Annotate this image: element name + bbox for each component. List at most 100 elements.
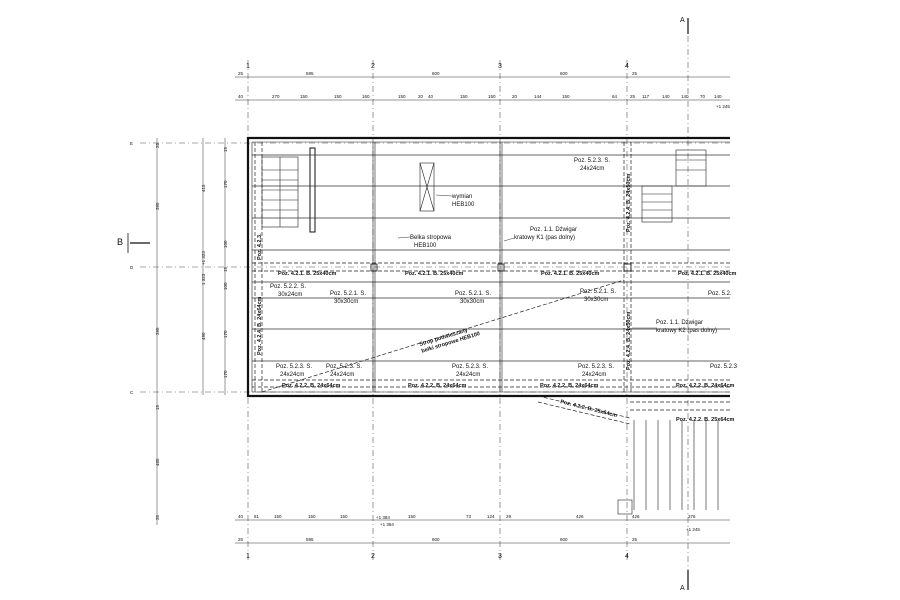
svg-text:30x30cm: 30x30cm bbox=[584, 297, 608, 303]
svg-text:100: 100 bbox=[223, 282, 228, 290]
svg-text:Poz. 5.2.3. S.: Poz. 5.2.3. S. bbox=[574, 158, 610, 164]
svg-text:3: 3 bbox=[498, 63, 502, 70]
axis-labels-bottom: 1 2 3 4 bbox=[246, 553, 629, 560]
svg-text:Poz. 5.2.3. S.: Poz. 5.2.3. S. bbox=[452, 364, 488, 370]
svg-text:25: 25 bbox=[632, 71, 638, 76]
svg-text:140: 140 bbox=[714, 94, 722, 99]
svg-text:+1 323: +1 323 bbox=[201, 251, 206, 265]
svg-text:D: D bbox=[130, 265, 134, 270]
svg-text:40: 40 bbox=[238, 94, 244, 99]
svg-text:600: 600 bbox=[432, 71, 440, 76]
svg-text:Poz. 4.2.2. B. 24x64cm: Poz. 4.2.2. B. 24x64cm bbox=[282, 383, 341, 389]
top-dimension-row-2: 40 270 150 150 160 150 20 40 150 150 20 … bbox=[235, 94, 730, 101]
svg-text:415: 415 bbox=[201, 184, 206, 192]
svg-text:150: 150 bbox=[274, 514, 282, 519]
svg-text:Poz. 1.1. Dźwigar: Poz. 1.1. Dźwigar bbox=[656, 320, 703, 326]
svg-text:15: 15 bbox=[223, 146, 228, 152]
svg-text:64: 64 bbox=[612, 94, 618, 99]
grid-axes-columns bbox=[247, 60, 628, 560]
svg-text:Poz. 1.1. Dźwigar: Poz. 1.1. Dźwigar bbox=[530, 227, 577, 233]
bottom-dimension-row-2: 25 595 600 600 25 bbox=[235, 537, 730, 544]
column-labels: Poz. 5.2.3. S. 24x24cm Poz. 5.2.2. S. 30… bbox=[270, 158, 738, 378]
svg-text:25: 25 bbox=[238, 537, 244, 542]
svg-text:4: 4 bbox=[625, 63, 629, 70]
svg-text:Poz. 4.2.2. B. 24x64cm: Poz. 4.2.2. B. 24x64cm bbox=[676, 383, 735, 389]
svg-text:150: 150 bbox=[398, 94, 406, 99]
building-outline bbox=[246, 136, 730, 398]
svg-text:kratowy K2 (pas dolny): kratowy K2 (pas dolny) bbox=[656, 328, 717, 334]
svg-text:Poz. 5.2.1. S.: Poz. 5.2.1. S. bbox=[580, 289, 616, 295]
section-mark-a-bottom: A bbox=[680, 570, 689, 592]
svg-text:29: 29 bbox=[506, 514, 512, 519]
svg-text:Poz. 5.2.3: Poz. 5.2.3 bbox=[710, 364, 738, 370]
svg-text:3: 3 bbox=[498, 553, 502, 560]
svg-text:150: 150 bbox=[334, 94, 342, 99]
trimmer-opening bbox=[419, 162, 435, 212]
svg-text:144: 144 bbox=[534, 94, 542, 99]
svg-text:24x24cm: 24x24cm bbox=[456, 372, 480, 378]
svg-text:Poz. 4.2.1. B. 25x40cm: Poz. 4.2.1. B. 25x40cm bbox=[405, 271, 464, 277]
svg-text:600: 600 bbox=[560, 71, 568, 76]
svg-text:35: 35 bbox=[155, 514, 160, 520]
svg-text:24x24cm: 24x24cm bbox=[580, 166, 604, 172]
svg-text:81: 81 bbox=[254, 514, 260, 519]
level-marks: +1 245 +1 384 +1 323 bbox=[201, 104, 730, 520]
svg-text:140: 140 bbox=[662, 94, 670, 99]
svg-text:170: 170 bbox=[223, 330, 228, 338]
svg-text:600: 600 bbox=[432, 537, 440, 542]
section-mark-b: B bbox=[117, 233, 150, 253]
svg-text:20: 20 bbox=[418, 94, 424, 99]
svg-text:Poz. 4.2.4. B. 24x50cm: Poz. 4.2.4. B. 24x50cm bbox=[626, 173, 632, 232]
svg-text:Poz. 4.2.2. B. 25x64cm: Poz. 4.2.2. B. 25x64cm bbox=[676, 417, 735, 423]
svg-text:wymian: wymian bbox=[451, 194, 472, 200]
svg-text:1: 1 bbox=[246, 63, 250, 70]
svg-text:490: 490 bbox=[201, 332, 206, 340]
svg-text:100: 100 bbox=[223, 240, 228, 248]
svg-text:Poz. 4.2.2. B. 24x64cm: Poz. 4.2.2. B. 24x64cm bbox=[408, 383, 467, 389]
floor-joists bbox=[252, 154, 730, 362]
svg-text:395: 395 bbox=[155, 327, 160, 335]
svg-text:2: 2 bbox=[371, 63, 375, 70]
svg-text:15: 15 bbox=[155, 404, 160, 410]
svg-text:160: 160 bbox=[362, 94, 370, 99]
svg-text:30x30cm: 30x30cm bbox=[334, 299, 358, 305]
beam-labels-vertical: Poz. 4.2.3. Poz. 4.2.4. B. 24x64cm Poz. … bbox=[257, 173, 632, 370]
svg-text:25: 25 bbox=[632, 537, 638, 542]
svg-text:150: 150 bbox=[308, 514, 316, 519]
svg-text:Poz. 5.2.1. S.: Poz. 5.2.1. S. bbox=[330, 291, 366, 297]
svg-text:40: 40 bbox=[238, 514, 244, 519]
grid-axes-rows: E D C bbox=[130, 141, 730, 395]
svg-text:A: A bbox=[680, 17, 685, 24]
svg-text:15: 15 bbox=[223, 266, 228, 272]
svg-text:Poz. 5.2.3. S.: Poz. 5.2.3. S. bbox=[578, 364, 614, 370]
section-mark-a-top: A bbox=[680, 17, 689, 34]
svg-text:150: 150 bbox=[488, 94, 496, 99]
svg-text:Poz. 4.2.4. B. 24x50cm: Poz. 4.2.4. B. 24x50cm bbox=[626, 311, 632, 370]
svg-text:A: A bbox=[680, 585, 685, 592]
svg-text:Poz. 5.2.: Poz. 5.2. bbox=[708, 291, 732, 297]
svg-text:24x24cm: 24x24cm bbox=[330, 372, 354, 378]
svg-text:+1 245: +1 245 bbox=[686, 527, 700, 532]
svg-text:+1 384: +1 384 bbox=[376, 515, 390, 520]
svg-text:Poz. 4.2.1. B. 25x40cm: Poz. 4.2.1. B. 25x40cm bbox=[678, 271, 737, 277]
svg-text:170: 170 bbox=[223, 180, 228, 188]
lower-stair-hatch bbox=[617, 420, 719, 515]
svg-text:2: 2 bbox=[371, 553, 375, 560]
beam-row-d bbox=[252, 262, 730, 272]
svg-text:1 323: 1 323 bbox=[201, 273, 206, 285]
left-dimensions: 25 395 415 15 170 100 1 323 15 100 170 4… bbox=[155, 138, 228, 525]
svg-text:270: 270 bbox=[272, 94, 280, 99]
svg-text:20: 20 bbox=[512, 94, 518, 99]
svg-text:Poz. 5.2.1. S.: Poz. 5.2.1. S. bbox=[455, 291, 491, 297]
svg-text:150: 150 bbox=[408, 514, 416, 519]
svg-text:70: 70 bbox=[700, 94, 706, 99]
svg-text:4: 4 bbox=[625, 553, 629, 560]
bottom-dimension-row-1: 40 81 150 150 150 150 73 124 29 426 426 … bbox=[235, 514, 730, 532]
svg-text:140: 140 bbox=[681, 94, 689, 99]
svg-text:E: E bbox=[130, 141, 133, 146]
svg-text:+1 384: +1 384 bbox=[380, 522, 394, 527]
svg-text:1: 1 bbox=[246, 553, 250, 560]
staircase-left bbox=[261, 147, 316, 233]
svg-text:40: 40 bbox=[428, 94, 434, 99]
